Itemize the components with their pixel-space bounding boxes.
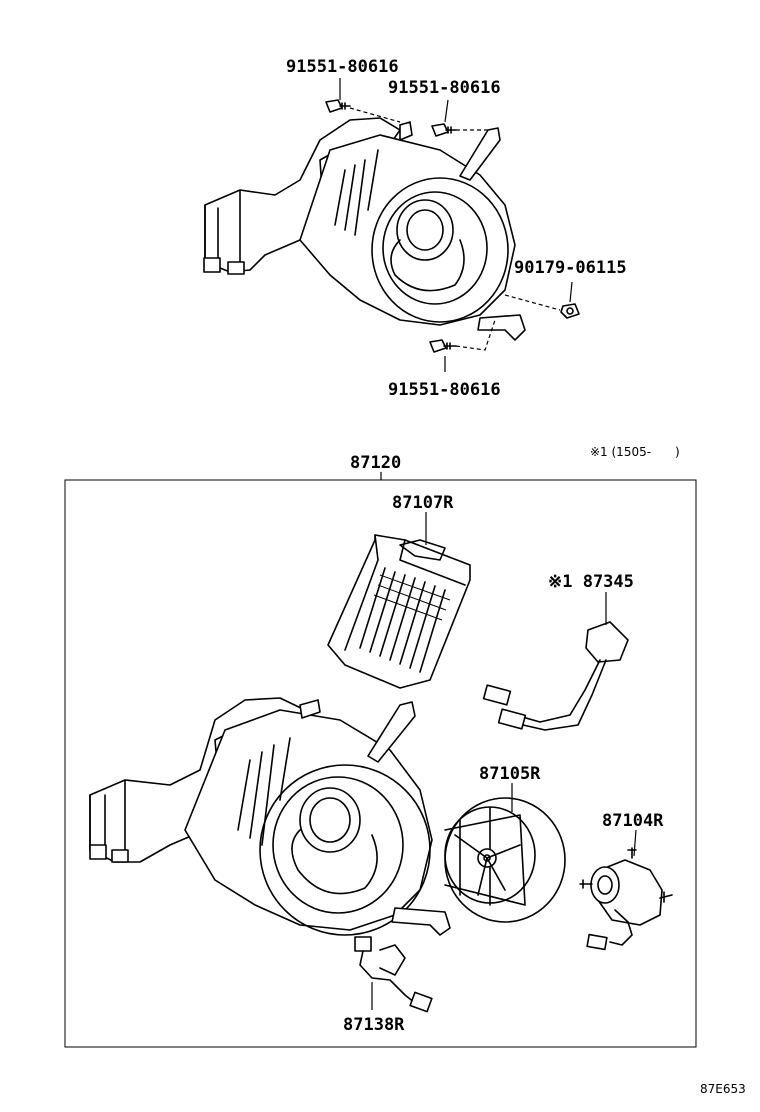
label-resistor: ※1 87345 (548, 572, 634, 592)
label-assembly: 87120 (350, 453, 401, 473)
label-radiator: 87107R (392, 493, 454, 513)
label-fan: 87105R (479, 764, 541, 784)
assembly-frame (64, 479, 697, 1048)
bolt-right-icon (431, 123, 457, 137)
label-motor: 87104R (602, 811, 664, 831)
blower-motor (579, 847, 673, 951)
label-bolt-right: 91551-80616 (388, 78, 501, 98)
fastener-leaders (339, 78, 573, 372)
blower-housing (89, 697, 451, 936)
label-bolt-bottom: 91551-80616 (388, 380, 501, 400)
note-text: ※1 (1505- ) (590, 445, 680, 459)
motor-leader (633, 829, 637, 857)
bolt-left-icon (325, 99, 351, 113)
bolt-bottom-icon (429, 339, 457, 353)
resistor-harness (482, 621, 629, 731)
diagram-code: 87E653 (700, 1082, 746, 1096)
wire-harness (354, 936, 433, 1013)
nut-icon (560, 303, 580, 319)
radiator-core (327, 534, 471, 689)
blower-unit-top (203, 117, 526, 341)
label-harness: 87138R (343, 1015, 405, 1035)
label-bolt-left: 91551-80616 (286, 57, 399, 77)
blower-fan (444, 797, 566, 923)
label-nut: 90179-06115 (514, 258, 627, 278)
